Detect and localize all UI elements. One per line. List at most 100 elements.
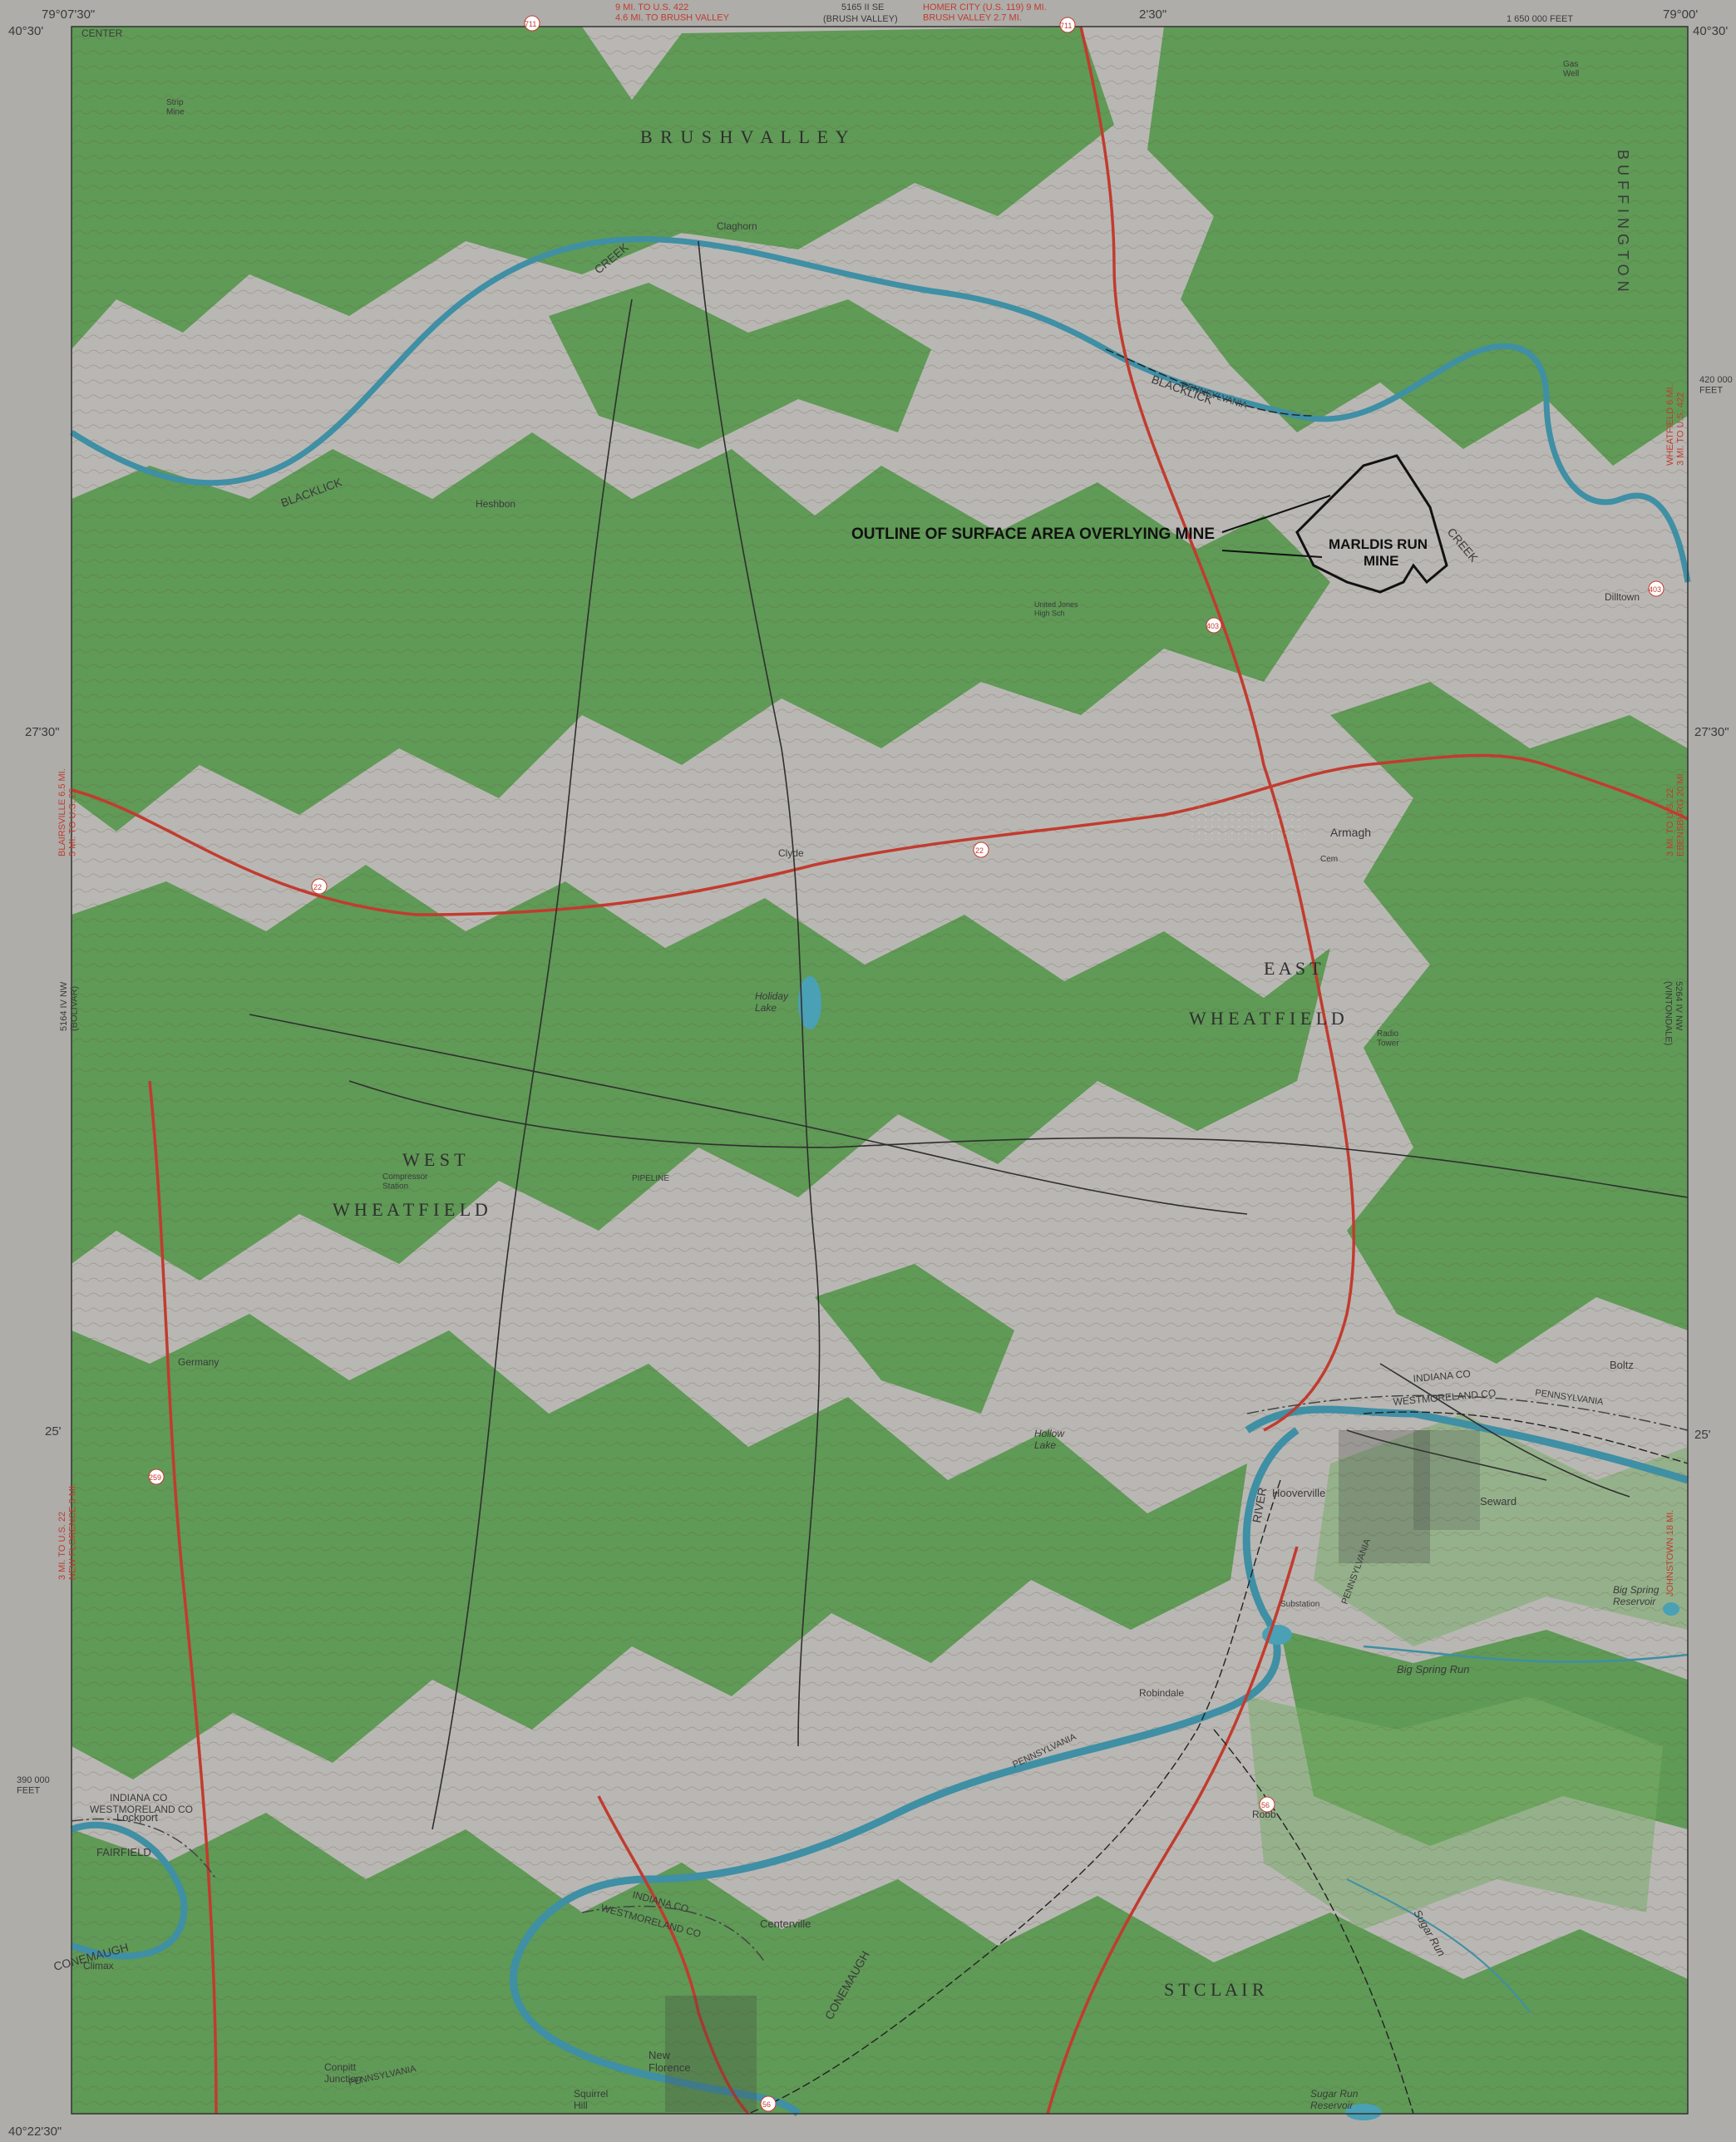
sugar-run-reservoir — [1345, 2104, 1382, 2120]
place-boltz: Boltz — [1610, 1359, 1634, 1371]
mine-outline — [1221, 454, 1448, 594]
big-spring-run — [1363, 1645, 1689, 1663]
route-711 — [597, 1795, 750, 2115]
region-st-clair: S T C L A I R — [1164, 1979, 1265, 2000]
margin-red-right-upper: WHEATFIELD 6 MI.3 MI. TO U.S. 422 — [1665, 384, 1686, 466]
route-shields: 22 22 403 403 56 56 259 711 711 — [148, 15, 1664, 2112]
margin-buffington: BUFFINGTON — [1615, 150, 1631, 297]
mid-top-lon: 2'30" — [1139, 7, 1166, 22]
route-shield-259: 259 — [149, 1473, 161, 1482]
annotation-mine-name-2: MINE — [1364, 553, 1399, 569]
route-shield-56-w: 56 — [762, 2100, 771, 2109]
lower-right-lat: 25' — [1694, 1428, 1711, 1442]
route-shield-711-ne: 711 — [1060, 22, 1072, 30]
corner-bottom-left-lat: 40°22'30" — [8, 2125, 62, 2139]
water-bodies — [798, 976, 1679, 2120]
route-shield-56-s: 56 — [1261, 1801, 1270, 1809]
place-clyde: Clyde — [778, 847, 804, 859]
lower-left-lat: 25' — [45, 1424, 62, 1439]
region-west-wheatfield: W H E A T F I E L D — [333, 1199, 488, 1220]
feature-cem: Cem — [1320, 855, 1338, 864]
us-22 — [71, 753, 1689, 916]
margin-scale: 1 650 000 FEET — [1507, 14, 1573, 24]
corner-top-left-lat: 40°30' — [8, 24, 43, 38]
corner-top-right-lat: 40°30' — [1693, 24, 1728, 38]
margin-red-left-upper: BLAIRSVILLE 6.5 MI.3 MI. TO U.S. 22 — [57, 768, 78, 856]
annotation-mine-name-1: MARLDIS RUN — [1329, 536, 1428, 552]
boundary-indiana-1: INDIANA CO — [110, 1792, 167, 1804]
corner-top-right-lon: 79°00' — [1663, 7, 1698, 22]
place-claghorn: Claghorn — [717, 220, 757, 232]
margin-center: CENTER — [81, 27, 123, 39]
secondary-roads — [249, 240, 1689, 1830]
boundary-indiana-3: INDIANA CO — [1413, 1368, 1471, 1384]
route-56 — [1046, 1546, 1299, 2115]
reservoir-hooverville — [1262, 1625, 1292, 1645]
blacklick-creek — [70, 236, 1691, 583]
margin-red-left-lower: 3 MI. TO U.S. 22NEW FLORENCE 3 MI. — [57, 1483, 78, 1580]
railroad-layer — [747, 348, 1689, 2115]
water-big-spring-run: Big Spring Run — [1397, 1663, 1469, 1676]
place-robindale: Robindale — [1139, 1687, 1184, 1699]
sugar-run — [1346, 1878, 1531, 2013]
region-east: E A S T — [1264, 958, 1321, 979]
corner-top-left-lon: 79°07'30" — [42, 7, 95, 22]
route-shield-711-n: 711 — [525, 20, 536, 28]
holiday-lake — [798, 976, 821, 1029]
route-shield-22-w: 22 — [313, 883, 322, 891]
building-clusters — [665, 807, 1480, 2112]
annotation-outline-label: OUTLINE OF SURFACE AREA OVERLYING MINE — [851, 526, 1215, 543]
water-river-e: RIVER — [1250, 1487, 1269, 1524]
margin-red-top-right: HOMER CITY (U.S. 119) 9 MI.BRUSH VALLEY … — [923, 2, 1047, 23]
margin-quad-code: 5165 II SE — [841, 2, 884, 12]
neatline — [71, 26, 1689, 2115]
region-brush-valley: B R U S H V A L L E Y — [640, 126, 851, 147]
feature-substation: Substation — [1280, 1600, 1319, 1609]
place-seward: Seward — [1480, 1495, 1517, 1508]
mid-left-lat: 27'30" — [25, 725, 60, 739]
place-heshbon: Heshbon — [476, 498, 515, 510]
boundary-westmoreland-1: WESTMORELAND CO — [90, 1804, 193, 1815]
margin-red-right-lower: JOHNSTOWN 18 MI. — [1665, 1510, 1675, 1597]
place-armagh: Armagh — [1330, 826, 1371, 839]
region-west: W E S T — [402, 1149, 466, 1170]
county-boundary — [71, 1394, 1689, 1963]
conemaugh-river-west — [70, 1821, 188, 1960]
place-fairfield: FAIRFIELD — [96, 1846, 151, 1858]
big-spring-reservoir — [1663, 1602, 1679, 1616]
region-east-wheatfield: W H E A T F I E L D — [1189, 1008, 1344, 1029]
place-lockport: Lockport — [116, 1811, 158, 1824]
route-shield-403-e: 403 — [1649, 585, 1661, 594]
route-259 — [148, 1080, 218, 2115]
mid-right-lat: 27'30" — [1694, 725, 1729, 739]
margin-left-quad: 5164 IV NW(BOLIVAR) — [59, 981, 80, 1031]
feature-pipeline: PIPELINE — [632, 1174, 669, 1183]
margin-red-right-mid: 3 MI. TO U.S. 22EBENSBURG 20 MI. — [1665, 771, 1686, 856]
place-centerville: Centerville — [760, 1917, 811, 1930]
place-hooverville: Hooverville — [1272, 1487, 1325, 1499]
place-climax: Climax — [83, 1960, 114, 1972]
place-germany: Germany — [178, 1356, 219, 1368]
margin-quad-name: (BRUSH VALLEY) — [823, 14, 898, 24]
margin-right-quad: 5264 IV NW(VINTONDALE) — [1663, 981, 1684, 1045]
conemaugh-river — [1245, 1405, 1689, 1484]
contour-texture — [72, 27, 1688, 2114]
route-403 — [1079, 26, 1355, 1432]
route-shield-403-n: 403 — [1206, 622, 1219, 630]
